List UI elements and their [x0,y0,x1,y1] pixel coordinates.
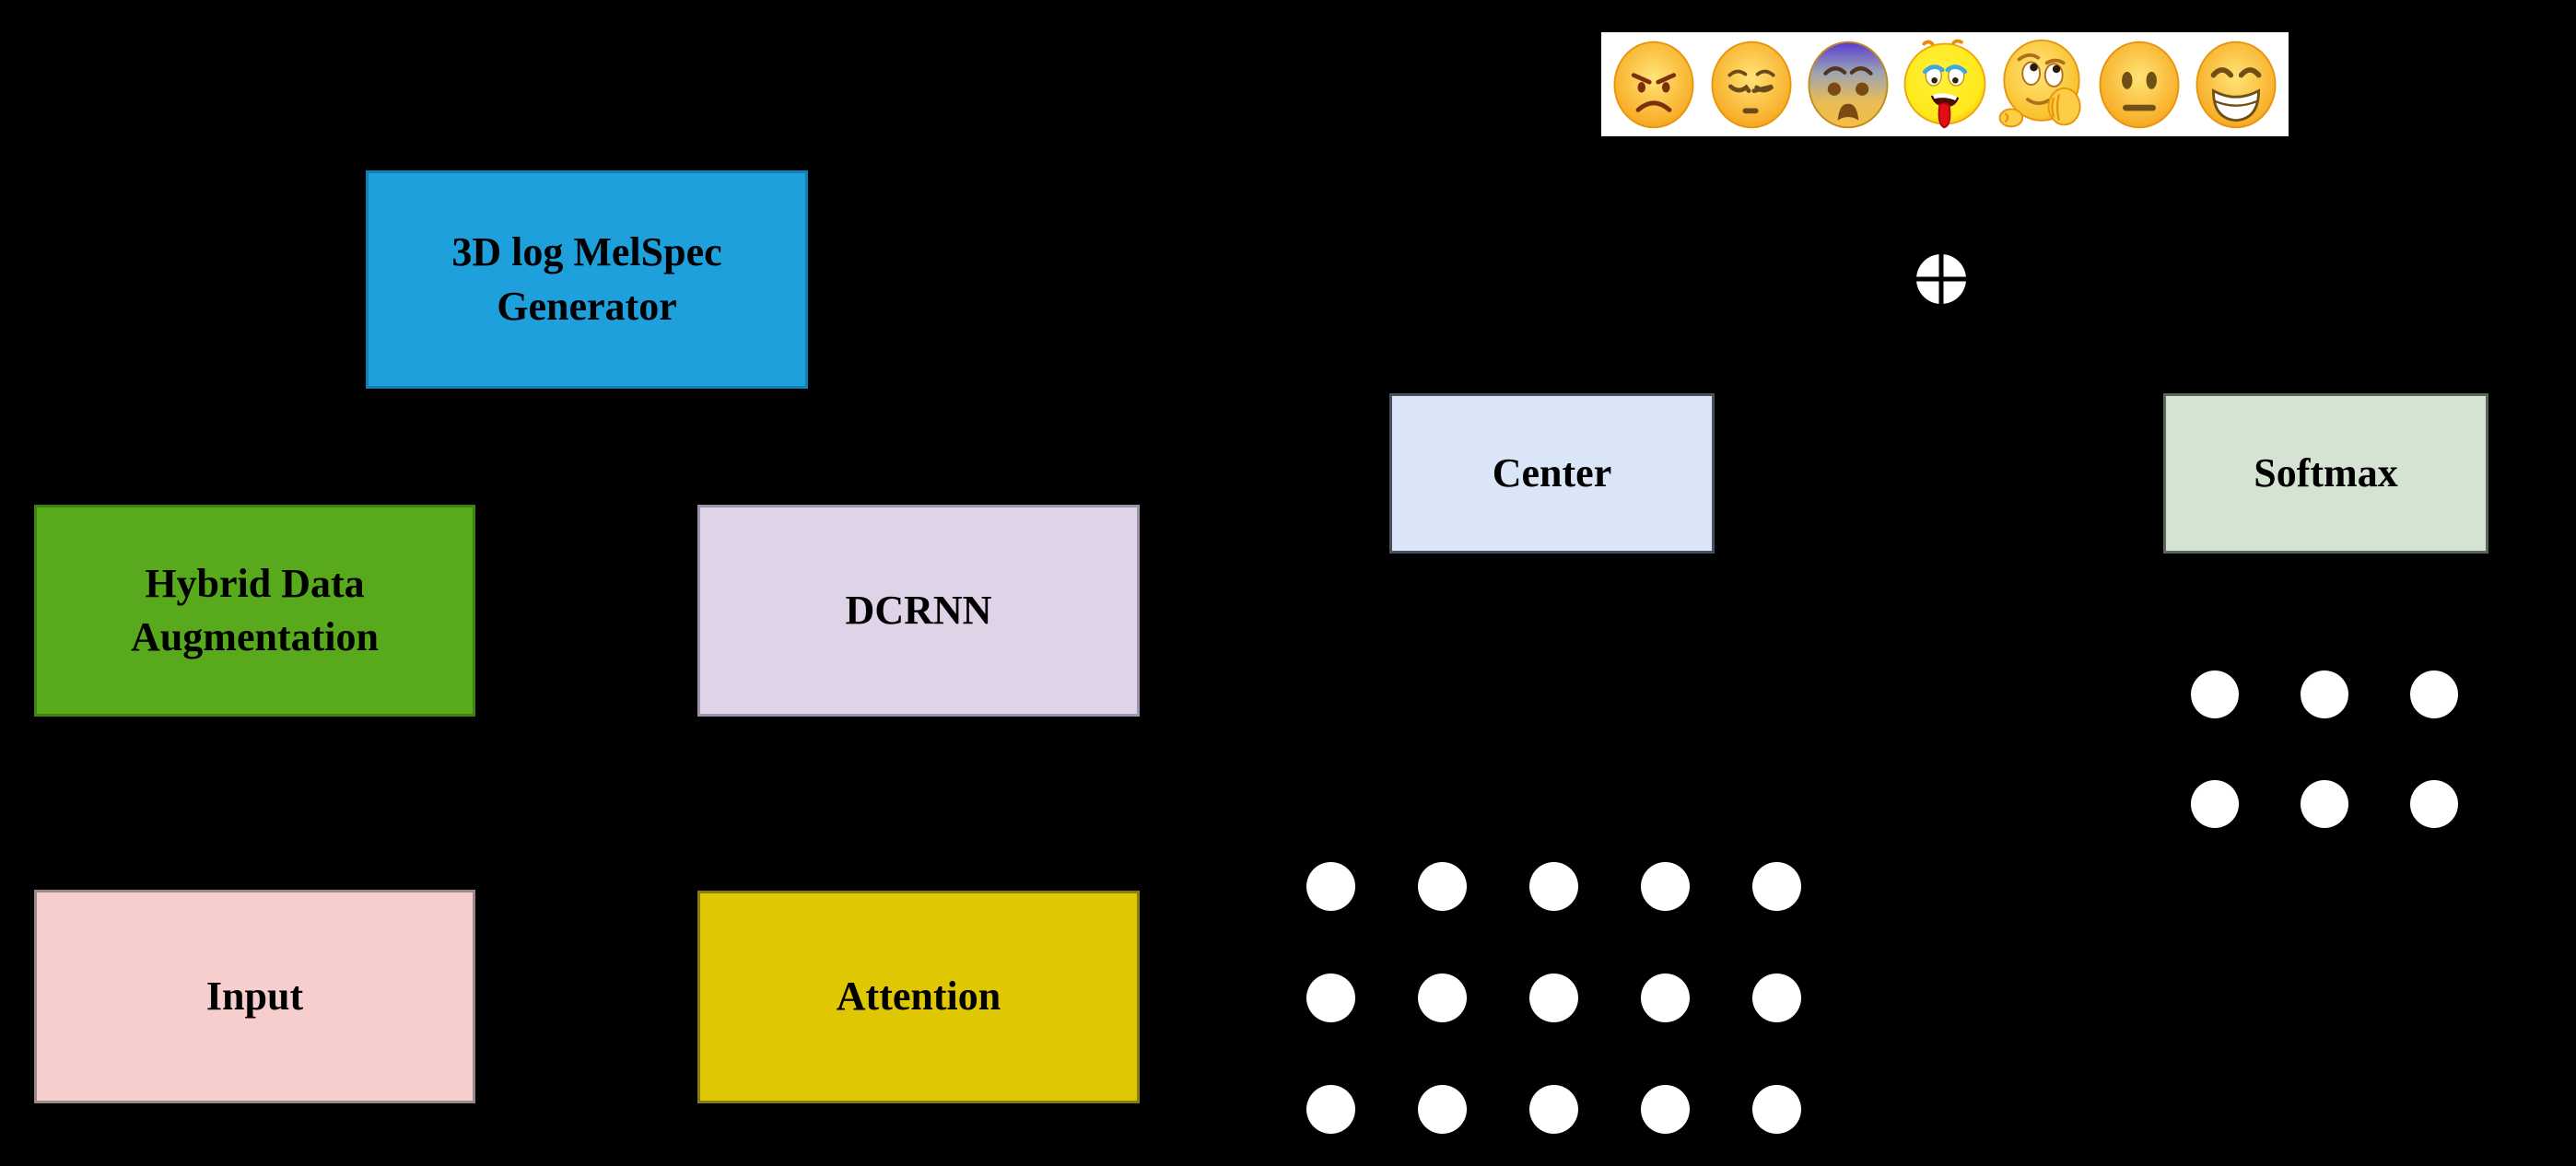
emotion-strip [1601,32,2289,136]
input-box: Input [34,890,475,1103]
emoji-fearful-icon [1804,37,1892,133]
box-label: Hybrid Data [145,560,365,606]
node-dot [1306,862,1355,911]
dcrnn-box: DCRNN [697,505,1140,717]
node-dot [2301,670,2348,718]
hybrid-data-augmentation-box: Hybrid Data Augmentation [34,505,475,717]
box-label: Attention [836,974,1001,1020]
softmax-box: Softmax [2163,393,2488,554]
box-label: Augmentation [131,614,379,659]
node-dot [2410,670,2458,718]
emoji-happy-icon [2192,37,2280,133]
emoji-thinking-icon [1997,37,2086,133]
node-dot [1529,974,1578,1022]
box-label: DCRNN [845,587,992,633]
node-dot [2191,780,2239,828]
fusion-add-icon [1914,252,1968,306]
box-label: Generator [497,283,677,329]
node-dot [1529,862,1578,911]
emoji-pensive-icon [1707,37,1796,133]
attention-box: Attention [697,891,1140,1103]
node-dot [1641,1085,1690,1134]
emoji-angry-icon [1610,37,1698,133]
node-dot [1306,1085,1355,1134]
node-dot [1418,862,1467,911]
node-dot [1529,1085,1578,1134]
box-label: Softmax [2254,449,2398,496]
node-dot [2191,670,2239,718]
melspec-generator-box: 3D log MelSpec Generator [366,170,808,389]
node-dot [1752,862,1801,911]
emoji-neutral-icon [2095,37,2184,133]
box-label: 3D log MelSpec [451,229,722,275]
emoji-disgust-icon [1901,37,1989,133]
node-dot [1306,974,1355,1022]
node-dot [1418,974,1467,1022]
node-dot [2410,780,2458,828]
box-label: Center [1492,449,1612,496]
hidden-node-grid [1306,862,1801,1134]
node-dot [1418,1085,1467,1134]
output-node-grid [2191,670,2458,828]
node-dot [1752,974,1801,1022]
box-label: Input [205,973,304,1019]
node-dot [2301,780,2348,828]
center-box: Center [1389,393,1715,554]
node-dot [1641,974,1690,1022]
node-dot [1752,1085,1801,1134]
node-dot [1641,862,1690,911]
